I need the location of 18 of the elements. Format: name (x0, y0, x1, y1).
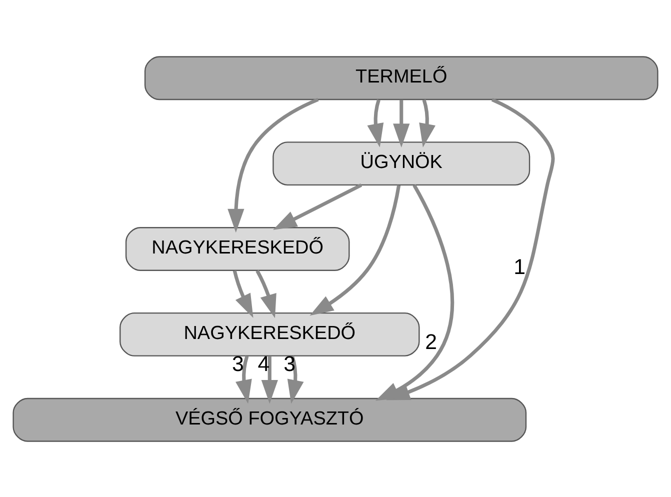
arrow (367, 98, 384, 147)
arrow (393, 99, 410, 147)
arrow (261, 356, 278, 404)
arrow (419, 98, 436, 147)
arrow (273, 182, 362, 230)
node-box: TERMELŐ (144, 56, 658, 100)
arrow (236, 355, 252, 404)
arrow (310, 184, 401, 316)
node-box: NAGYKERESKEDŐ (125, 226, 350, 270)
node-box: NAGYKERESKEDŐ (120, 312, 420, 356)
arrow (232, 270, 254, 318)
edge-label: 2 (425, 330, 437, 354)
node-box: ÜGYNÖK (272, 141, 530, 185)
node-box: VÉGSŐ FOGYASZTÓ (12, 397, 527, 442)
arrow (228, 97, 319, 232)
arrow (256, 269, 276, 318)
arrow (287, 355, 304, 404)
edge-label: 1 (514, 254, 526, 278)
